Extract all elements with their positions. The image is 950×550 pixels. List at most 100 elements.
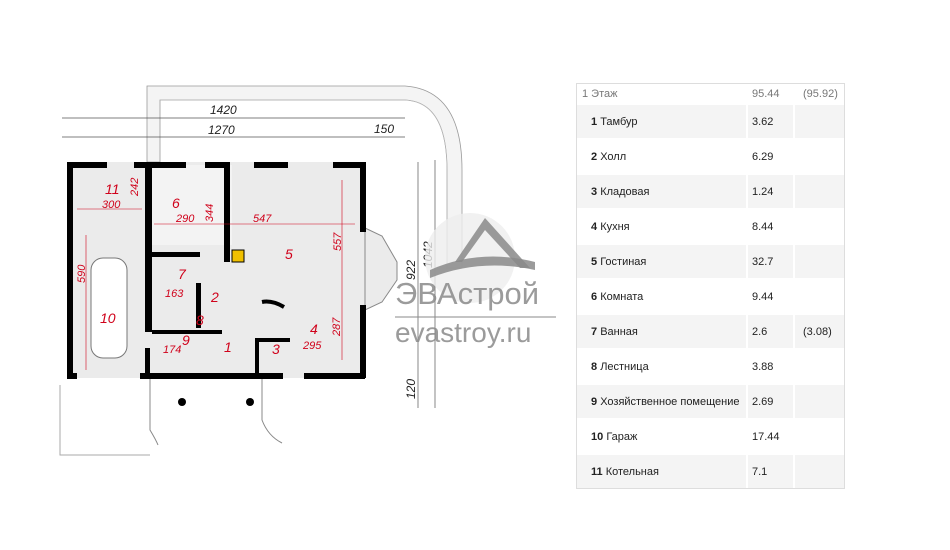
dim-300: 300 <box>102 199 121 211</box>
dim-163: 163 <box>165 288 184 300</box>
room-label-3: 3 <box>272 341 280 357</box>
dim-295: 295 <box>302 340 322 352</box>
dim-1420: 1420 <box>210 103 237 117</box>
room-label-7: 7 <box>178 266 187 282</box>
room-name-cell: 5 Гостиная <box>577 245 746 278</box>
room-label-5: 5 <box>285 246 293 262</box>
room-name-cell: 3 Кладовая <box>577 175 746 208</box>
room-area: 6.29 <box>746 140 793 173</box>
room-area-extra <box>793 350 844 383</box>
room-name-cell: 11 Котельная <box>577 455 746 488</box>
room-area: 32.7 <box>746 245 793 278</box>
room-name-cell: 6 Комната <box>577 280 746 313</box>
dim-344: 344 <box>204 204 216 222</box>
room-number: 5 <box>591 255 598 268</box>
room-area-extra <box>793 210 844 243</box>
room-number: 3 <box>591 185 598 198</box>
dim-590: 590 <box>76 264 88 283</box>
room-name-cell: 9 Хозяйственное помещение <box>577 385 746 418</box>
room-name: Холл <box>600 150 627 163</box>
room-area: 8.44 <box>746 210 793 243</box>
room-area-extra <box>793 455 844 488</box>
dim-242: 242 <box>129 178 141 197</box>
room-number: 6 <box>591 290 598 303</box>
room-area-extra <box>793 280 844 313</box>
watermark-brand: ЭВАстрой <box>395 276 539 311</box>
room-area: 3.88 <box>746 350 793 383</box>
room-area: 17.44 <box>746 420 793 453</box>
room-name: Кухня <box>600 220 630 233</box>
room-name-cell: 2 Холл <box>577 140 746 173</box>
room-area-extra <box>793 175 844 208</box>
dim-287: 287 <box>331 317 343 337</box>
room-name: Гостиная <box>600 255 647 268</box>
room-label-10: 10 <box>100 310 116 326</box>
room-label-9: 9 <box>182 332 190 348</box>
room-area-extra <box>793 245 844 278</box>
room-name: Комната <box>600 290 644 303</box>
car-icon <box>90 257 128 359</box>
watermark-logo: ЭВАстрой evastroy.ru <box>395 213 556 348</box>
table-row: 1 Тамбур 3.62 <box>577 103 844 138</box>
fireplace-icon <box>231 249 245 263</box>
room-number: 4 <box>591 220 598 233</box>
room-area: 1.24 <box>746 175 793 208</box>
room-number: 11 <box>591 465 603 478</box>
room-name: Лестница <box>600 360 649 373</box>
room-label-11: 11 <box>105 181 120 197</box>
room-number: 10 <box>591 430 604 443</box>
watermark-url: evastroy.ru <box>395 317 531 348</box>
room-area-extra: (3.08) <box>793 315 844 348</box>
room-area-extra <box>793 140 844 173</box>
floor-area-extra: (95.92) <box>793 84 844 103</box>
room-label-1: 1 <box>224 339 232 355</box>
dim-922: 922 <box>404 260 418 280</box>
room-area-extra <box>793 105 844 138</box>
room-number: 2 <box>591 150 598 163</box>
room-label-6: 6 <box>172 195 180 211</box>
dim-120: 120 <box>404 379 418 399</box>
room-name: Гараж <box>606 430 638 443</box>
room-name: Котельная <box>605 465 659 478</box>
dim-174: 174 <box>163 344 181 356</box>
room-area: 7.1 <box>746 455 793 488</box>
room-number: 8 <box>591 360 598 373</box>
walls <box>67 162 366 379</box>
dim-547: 547 <box>253 213 272 225</box>
room-name: Тамбур <box>600 115 638 128</box>
dim-150: 150 <box>374 122 394 136</box>
room-name-cell: 8 Лестница <box>577 350 746 383</box>
room-label-4: 4 <box>310 321 318 337</box>
room-number: 9 <box>591 395 598 408</box>
room-label-2: 2 <box>210 289 219 305</box>
room-area-extra <box>793 385 844 418</box>
floor-plan: 1420 1270 150 922 1042 120 11 6 5 7 2 8 … <box>59 85 556 456</box>
room-area: 3.62 <box>746 105 793 138</box>
room-number: 1 <box>591 115 598 128</box>
room-area: 9.44 <box>746 280 793 313</box>
floor-label: 1 Этаж <box>582 87 618 100</box>
room-name: Ванная <box>600 325 638 338</box>
dim-557: 557 <box>332 232 344 251</box>
floor-area-total: 95.44 <box>746 84 793 103</box>
room-name-cell: 7 Ванная <box>577 315 746 348</box>
room-name-cell: 10 Гараж <box>577 420 746 453</box>
room-name: Хозяйственное помещение <box>600 395 740 408</box>
room-area: 2.6 <box>746 315 793 348</box>
room-name-cell: 4 Кухня <box>577 210 746 243</box>
room-number: 7 <box>591 325 598 338</box>
room-label-8: 8 <box>196 312 204 328</box>
bay-window <box>364 227 398 311</box>
dim-1270: 1270 <box>208 123 235 137</box>
